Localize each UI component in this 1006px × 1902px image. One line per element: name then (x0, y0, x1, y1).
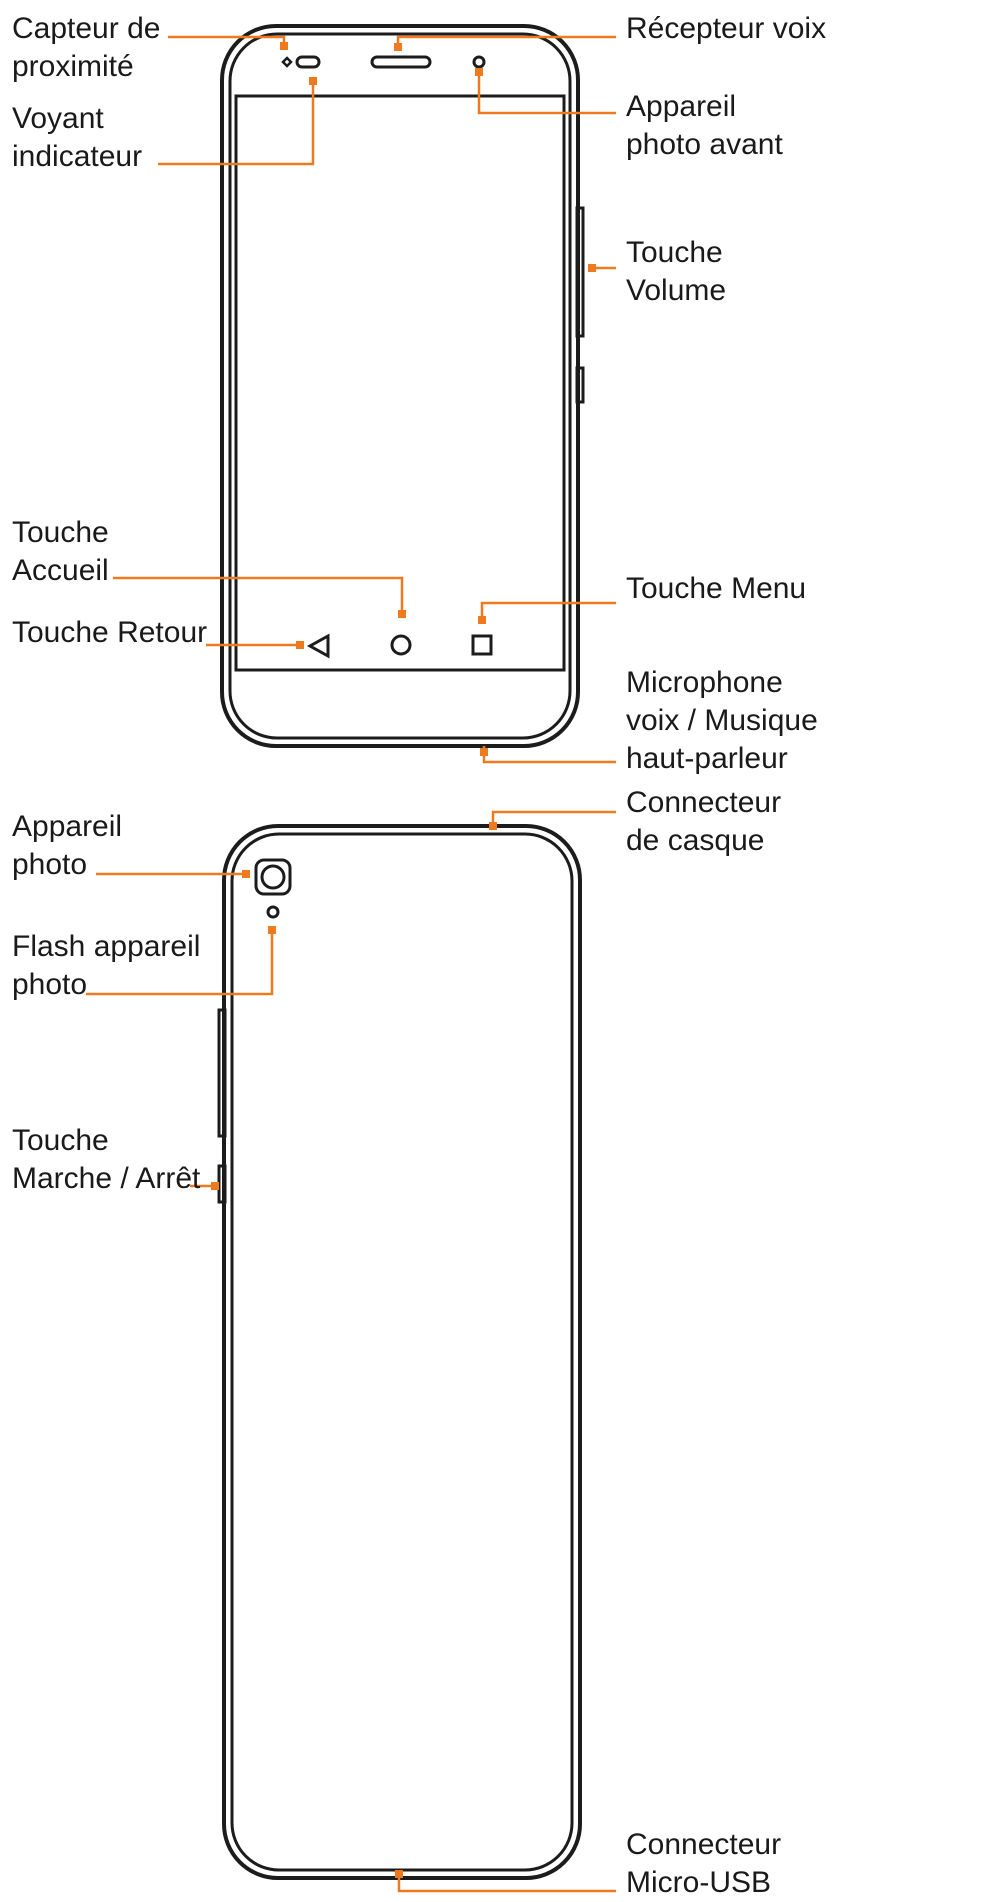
front-camera-shape (472, 55, 486, 69)
label-line: Touche (12, 1124, 109, 1157)
front-body-inner (228, 32, 572, 740)
leader-home-key (113, 576, 404, 614)
volume-key-shape (575, 206, 585, 338)
back-body-inner (230, 832, 574, 1872)
front-screen (234, 94, 566, 672)
label-micro-usb: Connecteur Micro-USB (626, 1826, 781, 1902)
label-line: Volume (626, 274, 727, 307)
label-line: photo avant (626, 128, 783, 161)
leader-endpoint-marker (395, 1870, 403, 1878)
label-line: Microphone (626, 666, 783, 699)
earpiece-shape (370, 55, 432, 69)
label-line: indicateur (12, 140, 143, 173)
menu-key-icon (471, 634, 493, 656)
label-microphone: Microphone voix / Musique haut-parleur (626, 664, 818, 778)
home-key-icon (390, 634, 412, 656)
leader-endpoint-marker (480, 748, 488, 756)
proximity-sensor-shape (281, 56, 293, 68)
label-power-key: Touche Marche / Arrêt (12, 1122, 200, 1198)
label-line: Voyant (12, 102, 104, 135)
label-line: Appareil (12, 810, 123, 843)
label-line: Marche / Arrêt (12, 1162, 201, 1195)
label-line: Appareil (626, 90, 737, 123)
label-line: Capteur de (12, 12, 161, 45)
label-line: de casque (626, 824, 765, 857)
leader-endpoint-marker (242, 870, 250, 878)
camera-lens-inner (260, 864, 286, 890)
back-key-icon (306, 633, 330, 659)
label-line: Touche (626, 236, 723, 269)
leader-endpoint-marker (394, 43, 402, 51)
label-indicator-light: Voyant indicateur (12, 100, 142, 176)
leader-endpoint-marker (268, 926, 276, 934)
label-line: Touche Retour (12, 616, 208, 649)
back-side-key-shape (217, 1008, 227, 1138)
label-home-key: Touche Accueil (12, 514, 109, 590)
leader-micro-usb (397, 1878, 616, 1893)
label-line: Touche (12, 516, 109, 549)
label-line: Connecteur (626, 786, 782, 819)
label-line: Récepteur voix (626, 12, 827, 45)
front-body-outer (220, 24, 580, 748)
label-line: haut-parleur (626, 742, 788, 775)
label-proximity-sensor: Capteur de proximité (12, 10, 160, 86)
label-volume-key: Touche Volume (626, 234, 726, 310)
leader-endpoint-marker (211, 1182, 219, 1190)
leader-endpoint-marker (588, 264, 596, 272)
leader-endpoint-marker (478, 616, 486, 624)
label-line: proximité (12, 50, 134, 83)
front-phone (220, 24, 585, 748)
front-side-key-shape (575, 366, 585, 404)
leader-endpoint-marker (280, 42, 288, 50)
leader-endpoint-marker (398, 610, 406, 618)
leader-endpoint-marker (309, 77, 317, 85)
leader-menu-key (480, 601, 616, 620)
label-line: voix / Musique (626, 704, 818, 737)
label-back-key: Touche Retour (12, 614, 207, 652)
label-front-camera: Appareil photo avant (626, 88, 783, 164)
camera-lens-icon (254, 858, 292, 896)
label-earpiece: Récepteur voix (626, 10, 826, 48)
indicator-light-shape (295, 55, 321, 69)
back-body-outer (222, 824, 582, 1880)
label-line: photo (12, 968, 88, 1001)
label-flash: Flash appareil photo (12, 928, 200, 1004)
leader-headset-jack (491, 810, 616, 826)
label-line: photo (12, 848, 88, 881)
label-camera: Appareil photo (12, 808, 122, 884)
leader-endpoints (211, 42, 596, 1878)
label-menu-key: Touche Menu (626, 570, 806, 608)
leader-microphone (482, 746, 616, 764)
leader-endpoint-marker (475, 68, 483, 76)
leader-proximity-sensor (168, 35, 286, 46)
label-headset-jack: Connecteur de casque (626, 784, 781, 860)
leader-endpoint-marker (296, 641, 304, 649)
label-line: Connecteur (626, 1828, 782, 1861)
leader-endpoint-marker (489, 822, 497, 830)
label-line: Flash appareil (12, 930, 201, 963)
leader-indicator-light (158, 81, 315, 166)
leader-front-camera (477, 72, 616, 115)
label-line: Touche Menu (626, 572, 807, 605)
label-line: Accueil (12, 554, 109, 587)
leader-earpiece (396, 35, 616, 47)
leader-flash (86, 930, 274, 996)
flash-icon (266, 905, 280, 919)
label-line: Micro-USB (626, 1866, 772, 1899)
